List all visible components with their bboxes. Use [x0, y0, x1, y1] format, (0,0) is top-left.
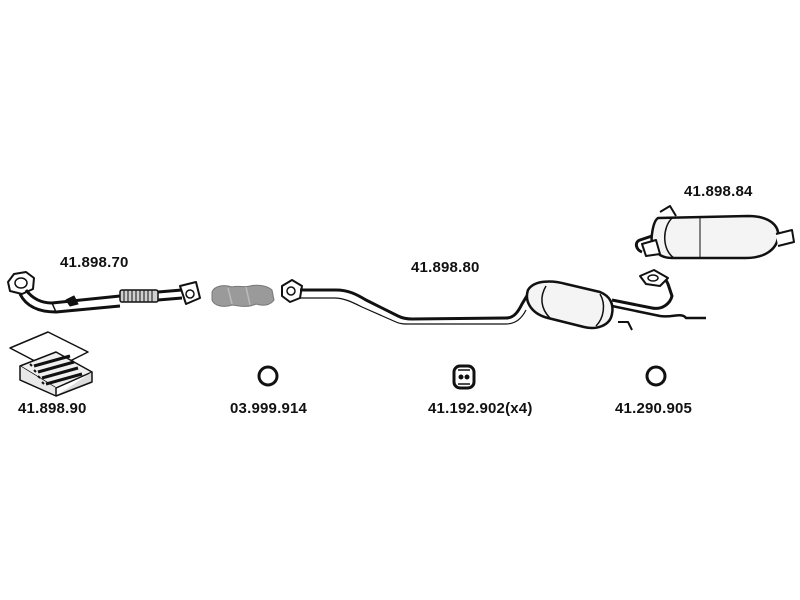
- front-pipe-part-number: 41.898.70: [60, 254, 129, 271]
- intermediate-section-drawing: [211, 284, 275, 307]
- rear-muffler-tailpipe: [775, 229, 795, 247]
- front-pipe-drawing: [7, 271, 201, 314]
- rear-muffler-part-number: 41.898.84: [684, 183, 753, 200]
- seal-ring-b-icon: [645, 365, 667, 387]
- rear-muffler-inlet-flange: [641, 239, 661, 257]
- rubber-hanger-icon: [452, 364, 476, 390]
- rubber-hanger-part-number: 41.192.902(x4): [428, 400, 533, 417]
- mounting-kit-part-number: 41.898.90: [18, 400, 87, 417]
- seal-ring-a-icon: [257, 365, 279, 387]
- middle-pipe-drawing: [281, 269, 706, 331]
- middle-pipe-tube: [300, 288, 530, 321]
- front-pipe-inlet-flange: [7, 271, 35, 295]
- rear-muffler-drawing: [634, 205, 795, 260]
- seal-ring-a-part-number: 03.999.914: [230, 400, 308, 417]
- middle-pipe-part-number: 41.898.80: [411, 259, 480, 276]
- intermediate-section-body: [211, 284, 275, 307]
- middle-pipe-outlet-tube: [611, 275, 674, 310]
- middle-pipe-inlet-flange: [281, 279, 303, 303]
- mounting-kit-box: [9, 331, 93, 397]
- front-pipe-bracket: [65, 295, 79, 307]
- middle-pipe-outlet-flange: [639, 269, 669, 287]
- front-pipe-tube-upper: [24, 289, 121, 305]
- front-pipe-outlet-flange: [179, 281, 201, 305]
- seal-ring-b-part-number: 41.290.905: [615, 400, 693, 417]
- rear-muffler-body: [650, 214, 780, 260]
